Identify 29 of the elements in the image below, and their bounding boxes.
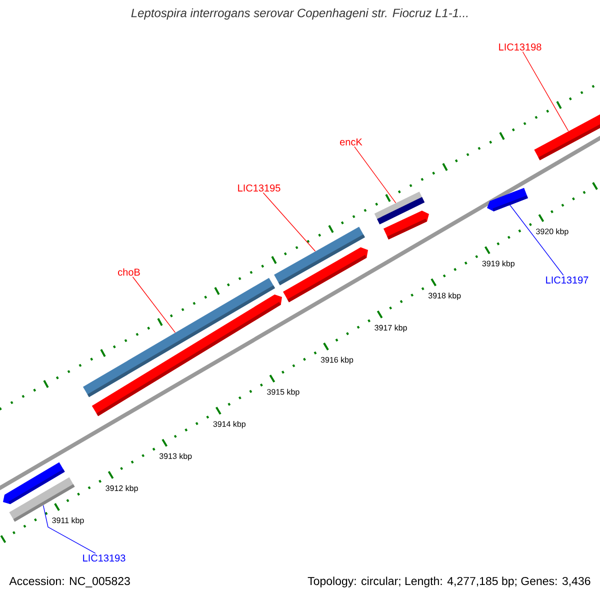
tick-label: 3911 kbp bbox=[52, 517, 84, 525]
gene-label: choB bbox=[118, 268, 140, 276]
tick-label: 3913 kbp bbox=[159, 453, 192, 461]
gene-bar bbox=[487, 188, 528, 212]
tick-label: 3919 kbp bbox=[482, 260, 514, 268]
tick-label: 3918 kbp bbox=[428, 292, 461, 300]
leader-line bbox=[132, 276, 176, 333]
leader-line bbox=[262, 192, 316, 252]
footer-text: Accession: NC_005823 bbox=[9, 576, 130, 588]
tick-label: 3917 kbp bbox=[374, 324, 407, 332]
leader-line bbox=[522, 51, 569, 132]
title: Leptospira interrogans serovar Copenhageni str. Fiocruz L1-1... bbox=[131, 8, 468, 20]
gene-label: LIC13193 bbox=[83, 554, 126, 562]
tick-label: 3912 kbp bbox=[106, 485, 138, 493]
tick-label: 3914 kbp bbox=[213, 420, 246, 428]
leader-line bbox=[354, 146, 396, 204]
gene-bar bbox=[283, 247, 368, 302]
leader-line bbox=[510, 204, 564, 276]
gene-bar bbox=[534, 112, 600, 160]
tick-label: 3916 kbp bbox=[320, 356, 354, 364]
gene-label: encK bbox=[340, 138, 362, 146]
gene-bar bbox=[383, 210, 429, 240]
gene-label: LIC13195 bbox=[238, 184, 280, 192]
tick-label: 3915 kbp bbox=[267, 388, 300, 396]
footer-text: Topology: circular; Length: 4,277,185 bp; Genes: 3,436 bbox=[308, 576, 590, 588]
leader-line bbox=[42, 505, 96, 554]
gene-label: LIC13198 bbox=[499, 43, 542, 51]
gene-label: LIC13197 bbox=[546, 276, 588, 284]
tick-label: 3920 kbp bbox=[536, 228, 568, 236]
